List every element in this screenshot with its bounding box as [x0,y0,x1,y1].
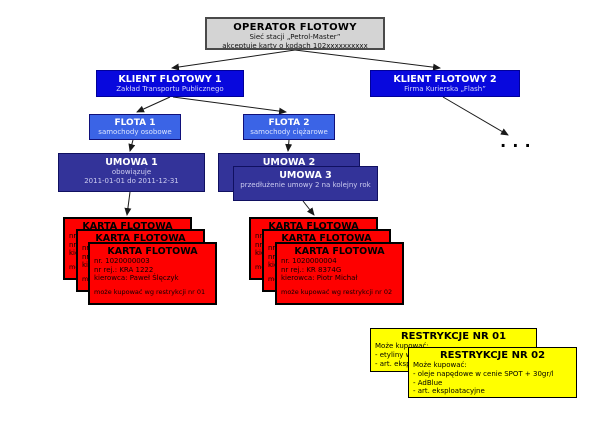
card-title: KARTA FLOTOWA [107,246,198,257]
card-line: nr [255,232,263,240]
client1-node: KLIENT FLOTOWY 1 Zakład Transportu Publi… [96,70,244,97]
fleet1-title: FLOTA 1 [114,118,156,128]
card-registration: nr rej.: KR 8374G [281,265,342,274]
restriction2-title: RESTRYKCJE NR 02 [439,350,546,361]
card-footer: mo [255,262,266,271]
card-restriction-note: może kupować wg restrykcji nr 02 [281,287,393,296]
card-footer: mo [69,262,80,271]
card-driver: kierowca: Paweł Ślęczyk [94,274,179,282]
card-title: KARTA FLOTOWA [82,221,173,232]
client1-subtitle: Zakład Transportu Publicznego [116,85,224,93]
contract3-title: UMOWA 3 [279,170,332,181]
restriction2-line1: Może kupować: [413,361,467,369]
contract1-title: UMOWA 1 [105,157,158,168]
fleet2-title: FLOTA 2 [268,118,310,128]
restriction1-line1: Może kupować: [375,342,429,350]
client2-title: KLIENT FLOTOWY 2 [393,74,497,85]
fleet1-subtitle: samochody osobowe [98,128,172,136]
card-line: kie [69,249,80,257]
card-driver: kierowca: Piotr Michał [281,274,358,282]
card-title: KARTA FLOTOWA [95,233,186,244]
card-line: nr [69,232,77,240]
operator-line1: Sieć stacji „Petrol-Master” [249,33,341,41]
fleet2-node: FLOTA 2 samochody ciężarowe [243,114,335,140]
restriction1-line2: - etyliny w [375,350,412,359]
card-registration: nr rej.: KRA 1222 [94,265,154,274]
card-number: nr. 1020000004 [281,257,337,265]
restriction2-node: RESTRYKCJE NR 02 Może kupować: - oleje n… [408,347,577,398]
card-footer: mo [82,275,199,283]
client2-subtitle: Firma Kurierska „Flash” [404,85,486,93]
fleet2-subtitle: samochody ciężarowe [250,128,328,136]
card-line: kie [82,261,199,270]
fleet-card-right-front: KARTA FLOTOWA nr. 1020000004 nr rej.: KR… [275,242,404,305]
card-line: kie [268,261,279,269]
operator-line2: akceptuje karty o kodach 102xxxxxxxxxx [222,42,368,50]
card-footer: mo [268,274,279,283]
card-line: nr [82,244,90,252]
restriction1-title: RESTRYKCJE NR 01 [400,331,507,342]
card-line: kie [255,249,266,257]
card-line: nr [268,252,276,261]
card-line: nr [268,244,276,252]
contract1-line2: 2011-01-01 do 2011-12-31 [84,177,179,185]
card-title: KARTA FLOTOWA [281,233,372,244]
contract2-title: UMOWA 2 [262,157,316,168]
client2-node: KLIENT FLOTOWY 2 Firma Kurierska „Flash” [370,70,520,97]
contract3-node: UMOWA 3 przedłużenie umowy 2 na kolejny … [233,166,378,201]
card-line: nr [82,252,90,261]
card-number: nr. 1020000003 [94,257,150,265]
restriction2-line4: - art. eksploatacyjne [413,387,485,396]
card-title: KARTA FLOTOWA [294,246,385,257]
contract3-line1: przedłużenie umowy 2 na kolejny rok [240,181,371,189]
card-line: nr [69,240,77,249]
operator-node: OPERATOR FLOTOWY Sieć stacji „Petrol-Mas… [205,17,385,50]
contract1-line1: obowiązuje [111,168,152,176]
restriction1-line3: - art. eksp [375,359,411,368]
fleet-card-left-front: KARTA FLOTOWA nr. 1020000003 nr rej.: KR… [88,242,217,305]
card-title: KARTA FLOTOWA [268,221,359,232]
client1-title: KLIENT FLOTOWY 1 [118,74,222,85]
card-line: nr [255,240,263,249]
more-clients-ellipsis: ... [498,132,535,152]
restriction2-line2: - oleje napędowe w cenie SPOT + 30gr/l [413,369,554,378]
contract1-node: UMOWA 1 obowiązuje 2011-01-01 do 2011-12… [58,153,205,192]
restriction2-line3: - AdBlue [413,378,443,387]
card-restriction-note: może kupować wg restrykcji nr 01 [94,287,206,296]
fleet1-node: FLOTA 1 samochody osobowe [89,114,181,140]
operator-title: OPERATOR FLOTOWY [233,22,357,33]
